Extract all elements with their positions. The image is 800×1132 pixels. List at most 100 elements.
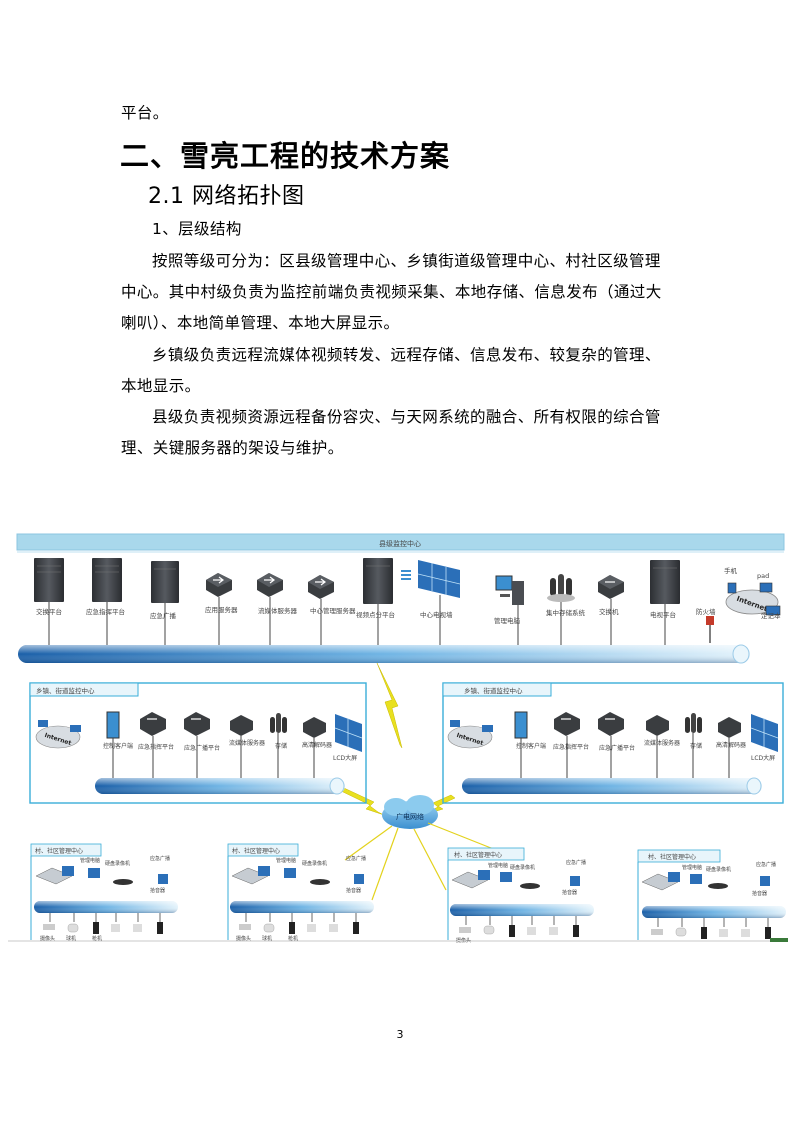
computer-icon: [514, 711, 528, 739]
svg-text:硬盘录像机: 硬盘录像机: [510, 864, 535, 871]
village-center: 村、社区管理中心 管理电脑 硬盘录像机 应急广播 拾音器: [30, 843, 178, 942]
storage-icon: [270, 713, 287, 733]
computer-icon: [106, 711, 120, 739]
county-level-center: 县级监控中心: [16, 533, 785, 664]
svg-text:应急指挥平台: 应急指挥平台: [86, 607, 125, 616]
svg-text:pad: pad: [757, 572, 769, 580]
router-icon: [646, 715, 669, 736]
server-tower-icon: [650, 560, 680, 604]
svg-text:拾音器: 拾音器: [150, 887, 165, 894]
svg-text:摄像头: 摄像头: [40, 935, 55, 942]
router-icon: [140, 712, 166, 736]
village-center: 村、社区管理中心 管理电脑 硬盘录像机 应急广播 拾音器: [637, 849, 786, 940]
router-icon: [257, 573, 283, 597]
svg-text:枪机: 枪机: [288, 935, 298, 942]
subsection-heading: 2.1 网络拓扑图: [148, 184, 305, 209]
town-center-right: 乡镇、街道监控中心 Internet: [442, 682, 784, 804]
video-wall-icon: [750, 714, 779, 752]
svg-text:应急指挥平台: 应急指挥平台: [553, 743, 589, 751]
svg-text:应急广播平台: 应急广播平台: [184, 744, 220, 752]
paragraph-1-line-1: 按照等级可分为：区县级管理中心、乡镇街道级管理中心、村社区级管理: [152, 252, 661, 270]
svg-text:流媒体服务器: 流媒体服务器: [258, 606, 298, 615]
paragraph-3-line-2: 理、关键服务器的架设与维护。: [121, 439, 344, 457]
section-heading: 二、雪亮工程的技术方案: [120, 139, 451, 173]
town-center-left: 乡镇、街道监控中心 Internet: [29, 682, 367, 804]
svg-text:乡镇、街道监控中心: 乡镇、街道监控中心: [464, 686, 523, 695]
internet-cloud-icon: Internet: [725, 589, 779, 615]
continued-line: 平台。: [121, 104, 169, 122]
internet-cloud-icon: Internet: [447, 720, 493, 749]
svg-text:摄像头: 摄像头: [236, 935, 251, 942]
svg-text:应急广播: 应急广播: [150, 611, 177, 620]
svg-text:管理电脑: 管理电脑: [682, 864, 702, 871]
svg-text:存储: 存储: [690, 742, 702, 750]
router-icon: [718, 717, 741, 738]
svg-text:球机: 球机: [66, 935, 76, 942]
video-wall-icon: [334, 714, 363, 752]
svg-text:LCD大屏: LCD大屏: [333, 754, 357, 762]
svg-text:应急广播: 应急广播: [566, 859, 586, 866]
svg-text:广电网络: 广电网络: [396, 812, 424, 821]
router-icon: [230, 715, 253, 736]
storage-icon: [547, 574, 575, 602]
router-icon: [598, 712, 624, 736]
svg-text:中心管理服务器: 中心管理服务器: [310, 606, 356, 615]
village-center: 村、社区管理中心 管理电脑 硬盘录像机 应急广播 拾音器: [227, 843, 374, 942]
svg-text:村、社区管理中心: 村、社区管理中心: [454, 851, 502, 859]
svg-text:村、社区管理中心: 村、社区管理中心: [232, 847, 280, 855]
mobile-devices-icon: 手机 pad: [724, 566, 781, 616]
svg-text:控制客户端: 控制客户端: [103, 742, 133, 750]
county-title: 县级监控中心: [379, 539, 421, 548]
county-backbone-pipe: [18, 644, 750, 664]
firewall-icon: [706, 616, 714, 643]
svg-text:枪机: 枪机: [92, 935, 102, 942]
svg-text:管理电脑: 管理电脑: [488, 862, 508, 869]
svg-text:硬盘录像机: 硬盘录像机: [105, 860, 130, 867]
svg-text:定记本: 定记本: [761, 611, 781, 620]
svg-text:中心电视墙: 中心电视墙: [420, 610, 453, 619]
svg-text:LCD大屏: LCD大屏: [751, 754, 775, 762]
router-icon: [303, 717, 326, 738]
list-item-1: 1、层级结构: [152, 220, 242, 238]
svg-text:村、社区管理中心: 村、社区管理中心: [35, 847, 83, 855]
svg-text:硬盘录像机: 硬盘录像机: [302, 860, 327, 867]
svg-text:乡镇、街道监控中心: 乡镇、街道监控中心: [36, 686, 95, 695]
paragraph-2-line-2: 本地显示。: [121, 377, 201, 395]
router-icon: [308, 575, 334, 599]
svg-text:手机: 手机: [724, 566, 738, 575]
svg-text:流媒体服务器: 流媒体服务器: [229, 739, 265, 747]
svg-text:高清解码器: 高清解码器: [716, 741, 746, 749]
server-tower-icon: [151, 561, 179, 603]
svg-text:防火墙: 防火墙: [696, 607, 716, 616]
video-wall-icon: [417, 560, 461, 598]
broadcast-network-cloud-icon: 广电网络: [382, 795, 438, 829]
server-tower-icon: [34, 558, 64, 602]
svg-text:应急广播平台: 应急广播平台: [599, 744, 635, 752]
paragraph-2-line-1: 乡镇级负责远程流媒体视频转发、远程存储、信息发布、较复杂的管理、: [152, 346, 661, 364]
svg-text:控制客户端: 控制客户端: [516, 742, 546, 750]
town-backbone-pipe: [462, 777, 762, 795]
svg-text:管理电脑: 管理电脑: [276, 857, 296, 864]
switch-icon: [598, 575, 624, 599]
svg-text:拾音器: 拾音器: [346, 887, 361, 894]
server-tower-icon: [363, 558, 393, 604]
svg-text:流媒体服务器: 流媒体服务器: [644, 739, 680, 747]
server-tower-icon: [92, 558, 122, 602]
storage-icon: [685, 713, 702, 733]
svg-text:拾音器: 拾音器: [752, 890, 767, 897]
village-center: 村、社区管理中心 管理电脑 硬盘录像机 应急广播 拾音器: [447, 847, 594, 944]
svg-text:集中存储系统: 集中存储系统: [546, 608, 586, 617]
svg-text:高清解码器: 高清解码器: [302, 741, 332, 749]
svg-text:管理电脑: 管理电脑: [80, 857, 100, 864]
svg-text:球机: 球机: [262, 935, 272, 942]
svg-text:应急广播: 应急广播: [756, 861, 776, 868]
county-header-bar: [16, 533, 785, 551]
svg-text:电视平台: 电视平台: [650, 610, 676, 619]
town-backbone-pipe: [95, 777, 345, 795]
svg-text:硬盘录像机: 硬盘录像机: [706, 866, 731, 873]
svg-text:管理电脑: 管理电脑: [494, 616, 521, 625]
paragraph-1-line-2: 中心。其中村级负责为监控前端负责视频采集、本地存储、信息发布（通过大: [121, 283, 662, 301]
svg-text:应急指挥平台: 应急指挥平台: [138, 743, 174, 751]
svg-text:拾音器: 拾音器: [562, 889, 577, 896]
